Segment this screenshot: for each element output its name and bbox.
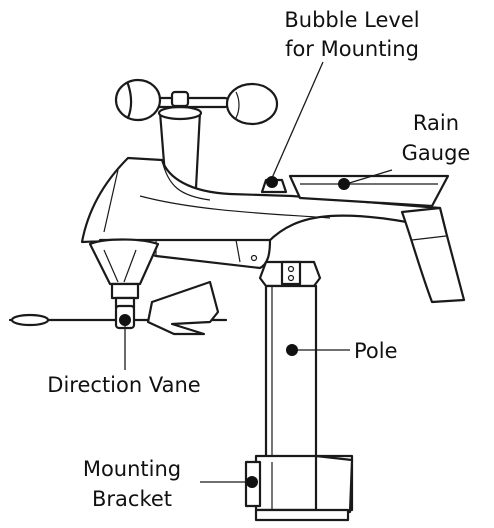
bubble-level-label-line1: Bubble Level	[284, 8, 419, 32]
bubble-level-marker	[266, 176, 278, 188]
rain-gauge-marker	[338, 178, 350, 190]
pole-label: Pole	[354, 339, 398, 363]
mounting-bracket-marker	[246, 476, 258, 488]
mounting-bracket-label-line1: Mounting	[83, 457, 181, 481]
leader-lines	[119, 61, 393, 488]
rain-gauge-label-line1: Rain	[413, 111, 459, 135]
mounting-bracket-label-line2: Bracket	[92, 487, 172, 511]
rain-gauge-label-line2: Gauge	[402, 141, 471, 165]
mounting-bracket	[244, 454, 354, 522]
direction-vane-label: Direction Vane	[47, 373, 200, 397]
direction-vane-marker	[119, 314, 131, 326]
pole	[258, 260, 322, 464]
anemometer	[114, 78, 279, 190]
direction-vane	[8, 238, 228, 336]
pole-marker	[286, 344, 298, 356]
sensor-body	[80, 156, 466, 304]
bubble-level-label-line2: for Mounting	[285, 37, 419, 61]
